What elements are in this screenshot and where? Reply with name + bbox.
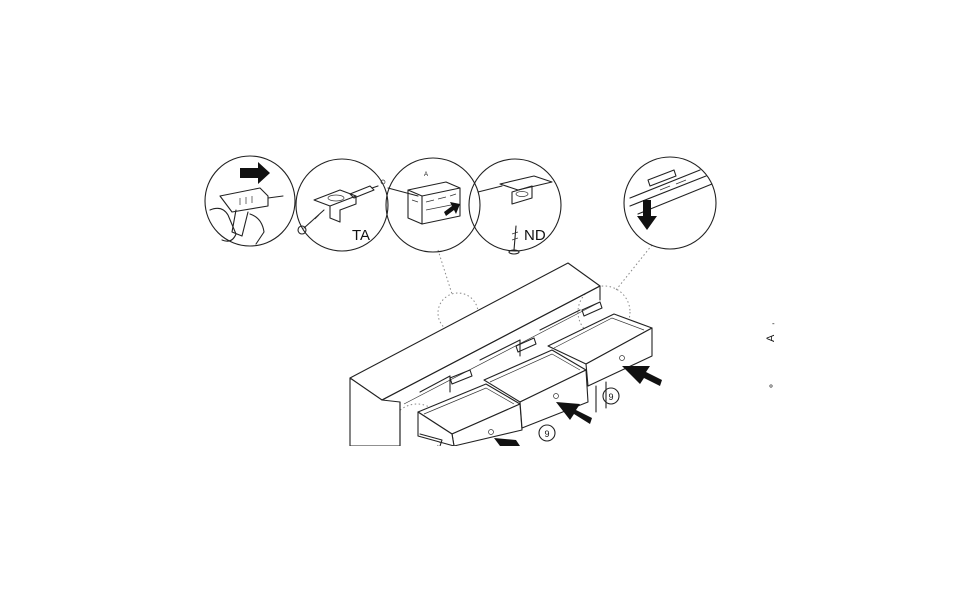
- screw-icon: [508, 225, 520, 255]
- ta-label: TA: [352, 227, 370, 244]
- drawer-left: [417, 383, 523, 447]
- part-badge-1: [602, 387, 620, 405]
- sideboard: [349, 262, 653, 447]
- part-badges: 9 9: [538, 387, 620, 442]
- detail-bracket-top: ND: [468, 158, 562, 255]
- arrow-right-icon: [444, 202, 460, 216]
- part-badge-2: [538, 424, 556, 442]
- margin-mark-b: -: [772, 319, 775, 328]
- bracket-icon: [313, 189, 357, 223]
- push-arrow-icon: [556, 402, 592, 424]
- detail-bracket-plug: TA: [295, 158, 389, 252]
- guide-line-rail: [615, 244, 653, 291]
- push-arrow-icon: [622, 366, 662, 386]
- drawer-right: [547, 313, 653, 387]
- part-badge-1-label: 9: [608, 392, 613, 402]
- detail-cabinet-wall: A: [385, 157, 481, 253]
- guide-line-wall: [437, 249, 453, 295]
- push-arrow-icon: [494, 438, 520, 446]
- arrow-right-icon: [240, 162, 270, 184]
- push-arrows: [494, 366, 662, 446]
- nd-label: ND: [524, 227, 546, 244]
- part-small-a: A: [424, 172, 428, 178]
- arrow-down-icon: [637, 200, 657, 230]
- part-badge-2-label: 9: [544, 429, 549, 439]
- margin-mark-a: A: [765, 334, 777, 342]
- drill-icon: [209, 187, 284, 245]
- wall-plug-icon: [349, 179, 386, 199]
- detail-drill: [204, 155, 296, 247]
- detail-drawer-rail: [623, 156, 717, 250]
- screw-icon: [297, 209, 325, 235]
- margin-marks: - A: [765, 319, 777, 388]
